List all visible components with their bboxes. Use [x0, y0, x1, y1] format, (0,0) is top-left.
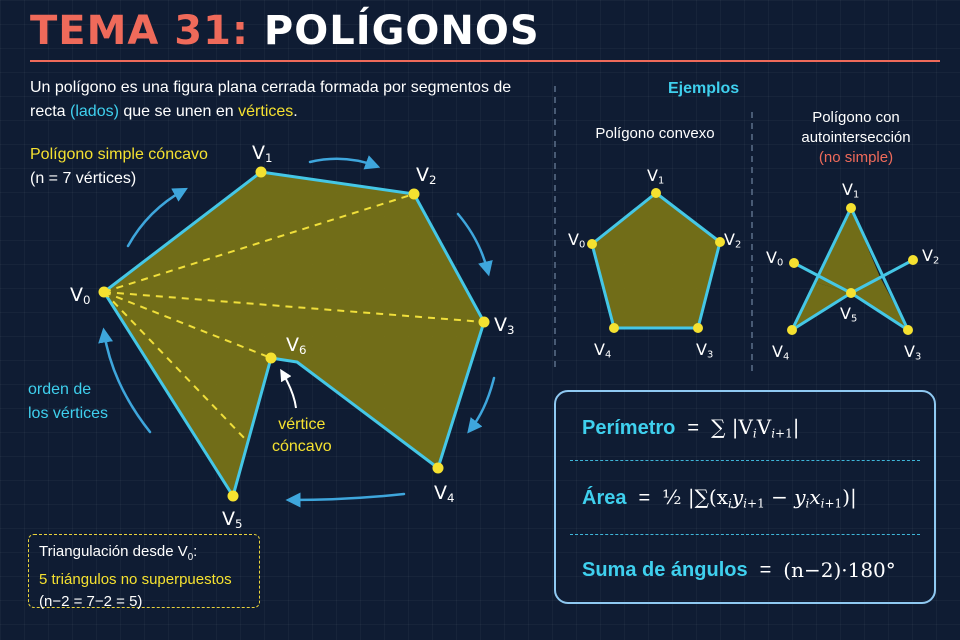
- concave-polygon-title: Polígono simple cóncavo: [30, 146, 208, 163]
- triangulation-diagonals: [103, 193, 485, 443]
- convex-polygon: [590, 191, 722, 330]
- formula-divider-1: [570, 460, 920, 461]
- triangulation-line-3: (n−2 = 7−2 = 5): [39, 593, 143, 610]
- vertex-label-v3: V3: [494, 314, 515, 337]
- vertex-label-v5: V5: [222, 508, 243, 531]
- selfint-label-v3: V3: [904, 342, 922, 363]
- perimeter-label: Perímetro: [582, 416, 676, 439]
- vertex-label-v0: V0: [70, 284, 91, 307]
- convex-caption: Polígono convexo: [595, 125, 715, 142]
- selfintersecting-vertices: [787, 203, 918, 335]
- perimeter-expression: ∑ |ViVi+1|: [711, 415, 800, 441]
- triangulation-line-2: 5 triángulos no superpuestos: [39, 571, 232, 588]
- area-formula: Área = ½ |∑(xiyi+1 − yixi+1)|: [582, 485, 857, 511]
- perimeter-formula: Perímetro = ∑ |ViVi+1|: [582, 415, 800, 441]
- convex-vertices: [587, 188, 725, 333]
- page-title: TEMA 31: POLÍGONOS: [30, 8, 540, 54]
- selfint-label-v1: V1: [842, 180, 860, 201]
- vertex-label-v2: V2: [416, 164, 437, 187]
- vertex-label-v4: V4: [434, 482, 455, 505]
- selfintersecting-fill-2: [792, 282, 851, 330]
- concave-vertex-pointer: [280, 368, 297, 409]
- intro-paragraph: Un polígono es una figura plana cerrada …: [30, 79, 512, 120]
- angle-sum-formula: Suma de ángulos = (n−2)·180°: [582, 558, 896, 582]
- vertex-label-v6: V6: [286, 334, 307, 357]
- selfint-label-v2: V2: [922, 246, 940, 267]
- concave-vertices: [98, 166, 490, 502]
- selfint-label-v0: V0: [766, 248, 784, 269]
- selfint-label-v4: V4: [772, 342, 790, 363]
- area-expression: ½ |∑(xiyi+1 − yixi+1)|: [662, 485, 857, 511]
- triangulation-line-1: Triangulación desde V0:: [39, 543, 198, 563]
- area-label: Área: [582, 486, 627, 509]
- convex-label-v1: V1: [647, 166, 665, 187]
- intro-highlight-sides: (lados): [70, 103, 119, 120]
- convex-label-v4: V4: [594, 340, 612, 361]
- selfintersecting-fill-3: [851, 277, 908, 330]
- triangulation-note: Triangulación desde V0: 5 triángulos no …: [28, 534, 260, 610]
- formula-divider-2: [570, 534, 920, 535]
- selfintersecting-fill: [815, 208, 880, 293]
- convex-label-v3: V3: [696, 340, 714, 361]
- convex-label-v0: V0: [568, 230, 586, 251]
- concave-vertex-count: (n = 7 vértices): [30, 170, 137, 187]
- examples-title: Ejemplos: [668, 80, 740, 97]
- intro-highlight-vertices: vértices: [238, 103, 294, 120]
- formula-panel: Perímetro = ∑ |ViVi+1| Área = ½ |∑(xiyi+…: [554, 390, 936, 604]
- angle-sum-label: Suma de ángulos: [582, 558, 748, 581]
- vertex-order-arrows: [98, 155, 496, 508]
- selfint-label-v5: V5: [840, 304, 858, 325]
- title-prefix: TEMA 31:: [30, 8, 249, 54]
- angle-sum-expression: (n−2)·180°: [783, 558, 896, 582]
- vertex-label-v1: V1: [252, 142, 273, 165]
- convex-label-v2: V2: [724, 230, 742, 251]
- title-main: POLÍGONOS: [263, 8, 540, 54]
- title-underline: [30, 60, 940, 62]
